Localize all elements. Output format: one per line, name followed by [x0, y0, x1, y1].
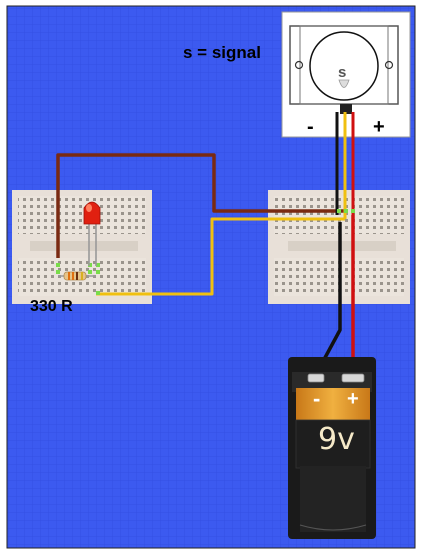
- wire-yellow: [96, 217, 345, 296]
- wires: [56, 112, 355, 379]
- resistor: [58, 271, 96, 281]
- battery-voltage-label: 9v: [318, 422, 355, 457]
- battery-9v: [288, 357, 376, 539]
- battery-plus-label: +: [347, 388, 359, 410]
- signal-legend-label: s = signal: [183, 43, 261, 62]
- servo-pin-label: s: [338, 64, 347, 81]
- battery-minus-label: -: [313, 386, 321, 411]
- servo-plus-label: +: [373, 116, 385, 138]
- wire-brown: [56, 153, 345, 258]
- servo-minus-label: -: [307, 116, 314, 138]
- active-holes: [56, 209, 355, 295]
- led: [83, 201, 101, 266]
- breadboard-left: [12, 190, 152, 304]
- resistor-value-label: 330 R: [30, 298, 73, 315]
